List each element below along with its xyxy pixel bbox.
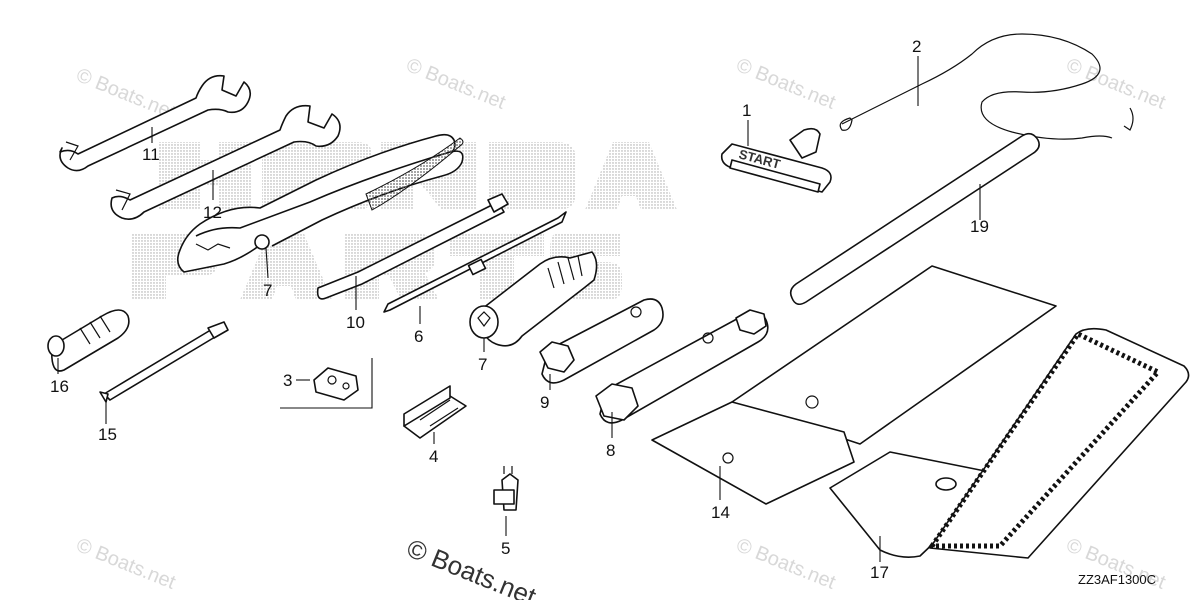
watermark: © Boats.net (403, 54, 509, 114)
part-16-screwdriver-grip (47, 309, 130, 372)
callout-14: 14 (711, 503, 730, 522)
callout-9: 8 (606, 441, 615, 460)
callout-3: 3 (283, 371, 292, 390)
part-12-open-wrench (59, 74, 252, 172)
callout-2: 2 (912, 37, 921, 56)
honda-parts-logo (132, 142, 677, 300)
callout-5: 5 (501, 539, 510, 558)
callout-19: 19 (970, 217, 989, 236)
part-17-tool-pouch (829, 327, 1190, 559)
part-19-tommy-bar (789, 132, 1040, 306)
callout-8: 7 (263, 281, 272, 300)
callouts: 11 12 7 10 6 7 9 8 16 15 3 4 5 1 2 19 14… (50, 37, 989, 582)
watermark: © Boats.net (1063, 54, 1169, 114)
watermark: © Boats.net (73, 534, 179, 594)
part-9-box-wrench-large (595, 309, 769, 424)
callout-6: 6 (414, 327, 423, 346)
callout-11: 10 (346, 313, 365, 332)
callout-4: 4 (429, 447, 438, 466)
callout-10: 9 (540, 393, 549, 412)
part-14-tool-bag (651, 265, 1057, 505)
part-8-pliers (176, 133, 464, 273)
part-1-start-handle: START (720, 127, 832, 193)
part-10-box-wrench (539, 298, 664, 384)
part-2-starter-rope (839, 33, 1134, 140)
callout-17: 17 (870, 563, 889, 582)
callout-16: 16 (50, 377, 69, 396)
part-13-open-wrench (110, 104, 341, 220)
part-3-small-clip (280, 358, 373, 409)
part-11-screwdriver (316, 193, 509, 300)
part-7-socket-wrench (469, 251, 598, 347)
part-15-spark-plug-tool (99, 321, 229, 403)
callout-15: 15 (98, 425, 117, 444)
callout-13: 12 (203, 203, 222, 222)
watermark: © Boats.net (733, 534, 839, 594)
part-5-bolt (493, 466, 519, 511)
part-6-screwdriver (383, 211, 567, 313)
drawing-code: ZZ3AF1300C (1078, 572, 1156, 587)
callout-12: 11 (142, 145, 160, 164)
leader-lines (57, 56, 981, 562)
part-4-fuse-clip (403, 385, 467, 439)
callout-7: 7 (478, 355, 487, 374)
callout-1: 1 (742, 101, 751, 120)
watermark: © Boats.net (403, 533, 541, 600)
